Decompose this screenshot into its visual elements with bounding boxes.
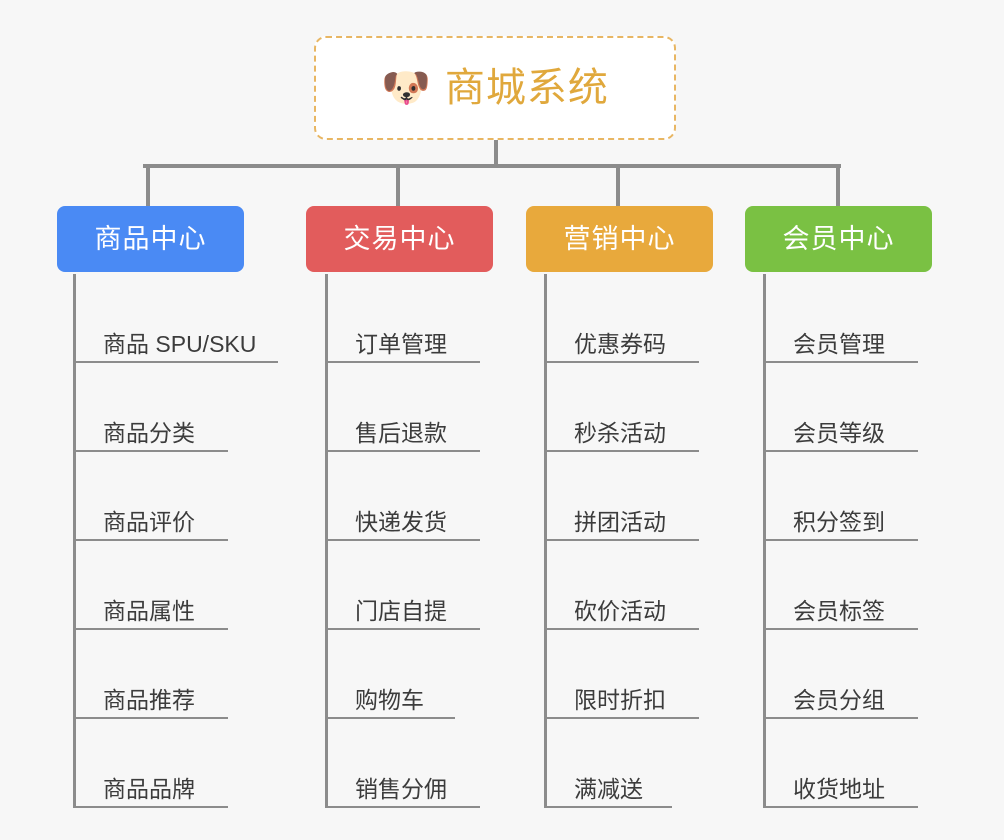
leaf-item[interactable]: 优惠券码 (544, 274, 699, 363)
leaf-item[interactable]: 商品分类 (73, 363, 228, 452)
leaf-item[interactable]: 门店自提 (325, 541, 480, 630)
category-node-2[interactable]: 营销中心 (526, 206, 713, 272)
leaf-item[interactable]: 秒杀活动 (544, 363, 699, 452)
leaf-item-label: 订单管理 (355, 331, 447, 357)
branch-stem-connector-2 (616, 164, 620, 208)
category-node-0[interactable]: 商品中心 (57, 206, 244, 272)
leaf-item[interactable]: 收货地址 (763, 719, 918, 808)
leaf-item-label: 商品评价 (103, 509, 195, 535)
leaf-item[interactable]: 拼团活动 (544, 452, 699, 541)
leaf-item[interactable]: 售后退款 (325, 363, 480, 452)
leaf-item[interactable]: 会员管理 (763, 274, 918, 363)
leaf-item-label: 商品推荐 (103, 687, 195, 713)
leaf-item-label: 限时折扣 (574, 687, 666, 713)
leaf-item[interactable]: 会员等级 (763, 363, 918, 452)
leaf-item[interactable]: 会员分组 (763, 630, 918, 719)
leaf-item-label: 会员分组 (793, 687, 885, 713)
branch-stem-connector-3 (836, 164, 840, 208)
leaf-item[interactable]: 商品品牌 (73, 719, 228, 808)
leaf-item-label: 商品品牌 (103, 776, 195, 802)
leaf-item-label: 积分签到 (793, 509, 885, 535)
leaf-item-label: 收货地址 (793, 776, 885, 802)
leaf-item-label: 销售分佣 (355, 776, 447, 802)
category-label: 商品中心 (94, 223, 207, 254)
leaf-item-label: 满减送 (574, 776, 643, 802)
root-stem-connector (494, 140, 498, 166)
category-label: 会员中心 (782, 223, 895, 254)
leaf-item-label: 会员等级 (793, 420, 885, 446)
leaf-item-label: 拼团活动 (574, 509, 666, 535)
leaf-item-label: 售后退款 (355, 420, 447, 446)
leaf-item-label: 会员管理 (793, 331, 885, 357)
leaf-item[interactable]: 订单管理 (325, 274, 480, 363)
category-node-3[interactable]: 会员中心 (745, 206, 932, 272)
leaf-rail-connector (544, 274, 547, 808)
leaf-item-label: 购物车 (355, 687, 424, 713)
leaf-item-label: 砍价活动 (574, 598, 666, 624)
leaf-item[interactable]: 快递发货 (325, 452, 480, 541)
leaf-item-label: 会员标签 (793, 598, 885, 624)
leaf-item-label: 秒杀活动 (574, 420, 666, 446)
leaf-item-label: 优惠券码 (574, 331, 666, 357)
leaf-item[interactable]: 会员标签 (763, 541, 918, 630)
leaf-item[interactable]: 销售分佣 (325, 719, 480, 808)
leaf-rail-connector (325, 274, 328, 808)
category-label: 营销中心 (563, 223, 676, 254)
leaf-rail-connector (73, 274, 76, 808)
leaf-item-label: 快递发货 (355, 509, 447, 535)
leaf-item[interactable]: 商品推荐 (73, 630, 228, 719)
leaf-item-label: 商品分类 (103, 420, 195, 446)
category-label: 交易中心 (343, 223, 456, 254)
branch-stem-connector-0 (146, 164, 150, 208)
leaf-item-label: 门店自提 (355, 598, 447, 624)
leaf-item[interactable]: 满减送 (544, 719, 672, 808)
leaf-item[interactable]: 商品属性 (73, 541, 228, 630)
leaf-rail-connector (763, 274, 766, 808)
horizontal-bus-connector (143, 164, 841, 168)
leaf-item[interactable]: 商品评价 (73, 452, 228, 541)
leaf-item[interactable]: 积分签到 (763, 452, 918, 541)
branch-stem-connector-1 (396, 164, 400, 208)
leaf-item-label: 商品 SPU/SKU (103, 331, 257, 357)
leaf-item-label: 商品属性 (103, 598, 195, 624)
leaf-item[interactable]: 砍价活动 (544, 541, 699, 630)
category-node-1[interactable]: 交易中心 (306, 206, 493, 272)
root-node-shop-system[interactable]: 🐶 商城系统 (314, 36, 676, 140)
leaf-item[interactable]: 商品 SPU/SKU (73, 274, 278, 363)
root-node-label: 商城系统 (444, 66, 609, 110)
shiba-dog-icon: 🐶 (381, 66, 431, 110)
leaf-item[interactable]: 限时折扣 (544, 630, 699, 719)
leaf-item[interactable]: 购物车 (325, 630, 455, 719)
